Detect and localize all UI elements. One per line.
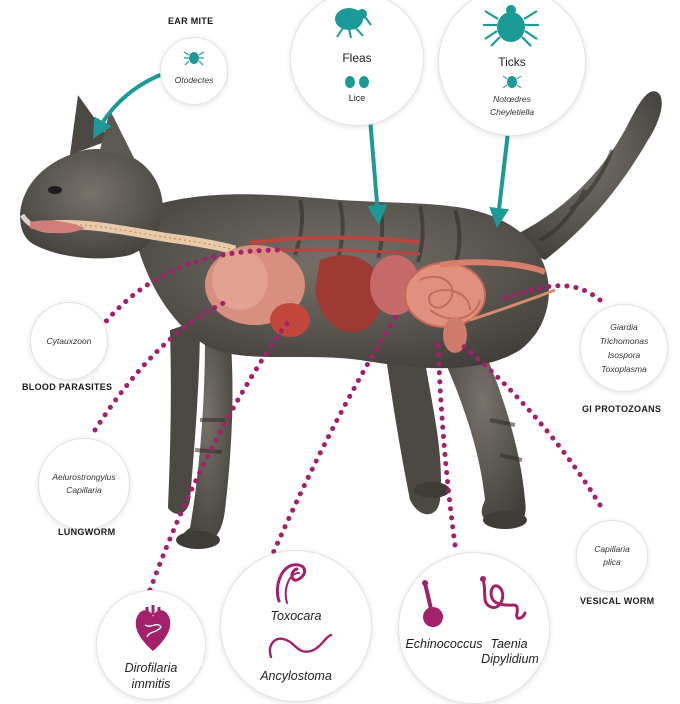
gi-species-1: Giardia: [610, 322, 638, 332]
vesical-species-1: Capillaria: [594, 544, 630, 554]
fleas-circle: Fleas Lice: [290, 0, 424, 126]
tick-icon: [483, 5, 539, 47]
gi-species-3: Isospora: [607, 350, 641, 360]
blood-parasites-title: BLOOD PARASITES: [22, 382, 113, 392]
lungworm-species-2: Capillaria: [66, 485, 102, 495]
ancylostoma-label: Ancylostoma: [260, 669, 332, 683]
heartworm-species-1: Dirofilaria: [124, 661, 178, 675]
lice-label: Lice: [348, 93, 366, 103]
cat-ear-back: [70, 95, 110, 155]
blood-parasites-circle: Cytauxzoon: [30, 302, 108, 380]
gi-protozoans-title: GI PROTOZOANS: [582, 404, 662, 414]
heart-icon: [135, 605, 171, 651]
spine: [249, 235, 421, 245]
flea-icon: [335, 8, 372, 39]
vesical-worm-connector: [459, 342, 603, 508]
heartworm-species-2: immitis: [131, 677, 171, 691]
gi-protozoans-connector: [497, 283, 603, 303]
ticks-circle: Ticks Notœdres Cheyletiella: [438, 0, 586, 136]
roundworm-circle: Toxocara Ancylostoma: [220, 550, 372, 702]
tapeworm-circle: Echinococcus Taenia Dipylidium: [398, 552, 550, 704]
ear-mite-species: Otodectes: [174, 75, 214, 85]
tapeworm-connector: [435, 337, 458, 548]
mouth-tongue: [30, 220, 85, 234]
roundworm-icon: [275, 563, 307, 604]
lungworm-species-1: Aelurostrongylus: [52, 472, 116, 482]
ticks-species-1: Notœdres: [493, 94, 531, 104]
diagram-canvas: [19, 70, 662, 593]
lungworm-circle: Aelurostrongylus Capillaria: [38, 438, 130, 530]
cat-fore-leg-back: [168, 320, 200, 514]
gi-species-4: Toxoplasma: [601, 364, 647, 374]
blood-parasites-connector: [92, 247, 283, 338]
liver: [315, 255, 383, 333]
cat-hind-leg-back: [385, 330, 441, 515]
heartworm-circle: Dirofilaria immitis: [96, 590, 206, 700]
gi-species-2: Trichomonas: [599, 336, 649, 346]
kidney: [443, 317, 467, 353]
toxocara-label: Toxocara: [270, 609, 322, 623]
bladder-duct: [469, 288, 556, 322]
cat-head: [20, 149, 163, 259]
lungworm-connector: [92, 297, 233, 433]
blood-parasites-species: Cytauxzoon: [46, 336, 92, 346]
small-mite-icon: [503, 75, 521, 89]
vesical-species-2: plica: [603, 557, 621, 567]
ear-mite-circle: Otodectes: [160, 37, 228, 105]
gi-protozoans-circle: Giardia Trichomonas Isospora Toxoplasma: [580, 304, 668, 392]
cat-hind-leg-front: [440, 320, 526, 526]
ticks-title: Ticks: [498, 55, 526, 69]
mite-icon: [183, 51, 205, 66]
heartworm-connector: [147, 319, 291, 593]
hookworm-icon: [268, 633, 333, 659]
dipylidium-label: Dipylidium: [481, 652, 539, 666]
echinococcus-icon: [422, 580, 443, 627]
cat-eye: [48, 186, 62, 194]
lungworm-title: LUNGWORM: [58, 527, 116, 537]
internal-organs: [30, 220, 556, 353]
echinococcus-label: Echinococcus: [405, 637, 483, 651]
vesical-worm-circle: Capillaria plica: [576, 520, 648, 592]
vesical-worm-title: VESICAL WORM: [580, 596, 655, 606]
tapeworm-icon: [480, 576, 527, 620]
taenia-label: Taenia: [490, 637, 528, 651]
cat-fore-leg-front: [182, 330, 233, 545]
ticks-arrow: [489, 131, 510, 228]
louse-icon: [345, 76, 369, 88]
heart-organ: [270, 303, 310, 337]
fleas-arrow: [367, 117, 388, 225]
fleas-title: Fleas: [342, 51, 372, 65]
roundworm-connector: [267, 307, 403, 563]
ear-mite-arrow: [93, 70, 169, 139]
parasite-diagram: EAR MITE Otodectes Fleas Lice: [19, 0, 668, 704]
ticks-species-2: Cheyletiella: [490, 107, 534, 117]
ear-mite-title: EAR MITE: [168, 16, 214, 26]
